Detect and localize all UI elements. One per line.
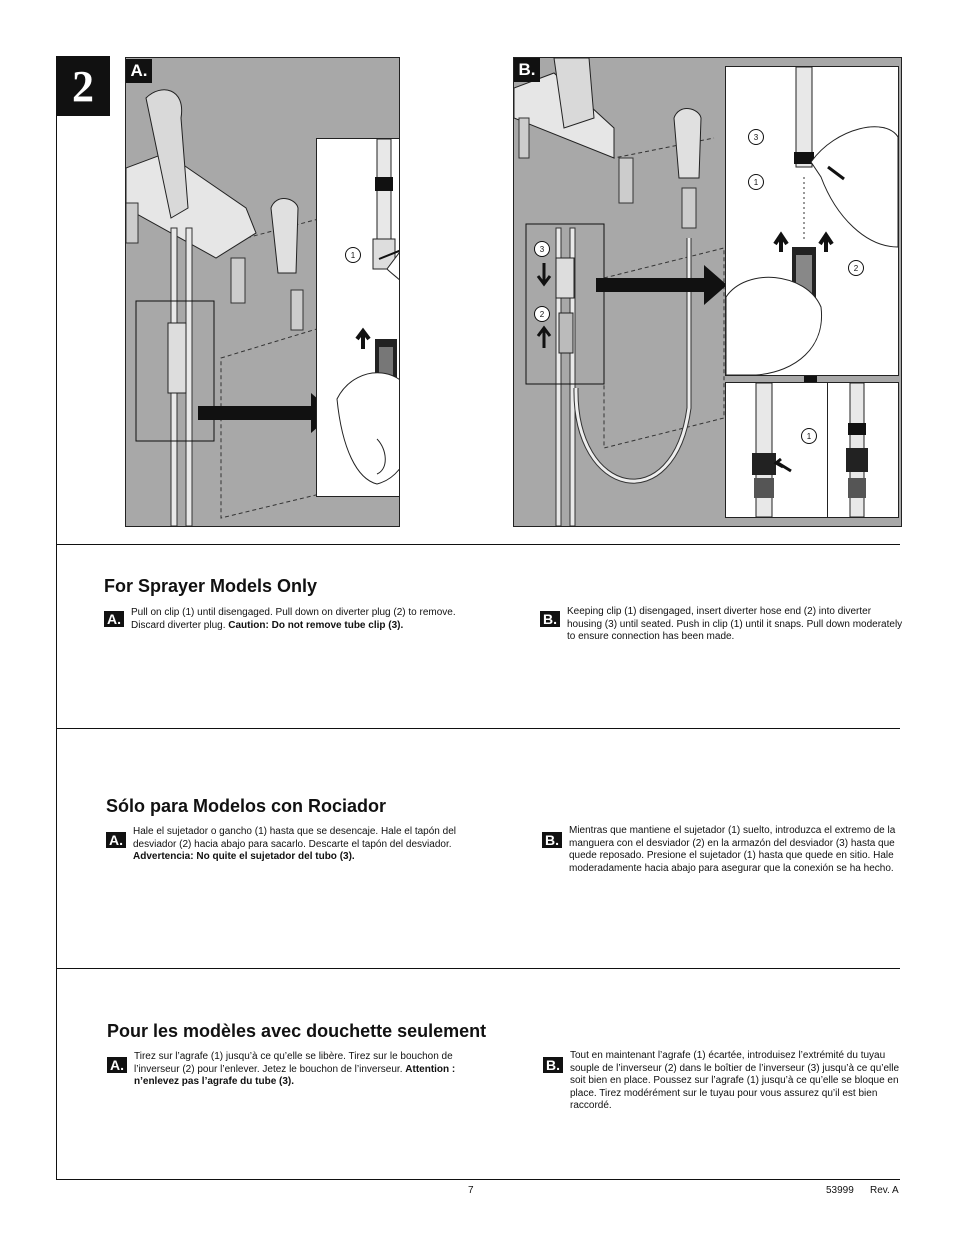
section-divider — [56, 728, 900, 729]
revision-label: Rev. A — [870, 1185, 899, 1196]
step-b-instructions-english: Keeping clip (1) disengaged, insert dive… — [567, 606, 903, 642]
section-heading-spanish: Sólo para Modelos con Rociador — [106, 796, 387, 816]
step-a-badge: A. — [106, 832, 126, 848]
panel-a-tag: A. — [126, 59, 152, 83]
step-b-instructions-spanish: Mientras que mantiene el sujetador (1) s… — [569, 825, 896, 874]
step-b-instructions-french: Tout en maintenant l’agrafe (1) écartée,… — [570, 1050, 900, 1111]
section-heading-english: For Sprayer Models Only — [104, 576, 318, 596]
left-border-line — [56, 116, 57, 1180]
clip-push-in-illustration — [752, 383, 792, 517]
step-number-badge: 2 — [56, 56, 110, 116]
step-a-badge: A. — [104, 611, 124, 627]
diverter-plug-detail-illustration — [336, 139, 399, 485]
faucet-under-sink-illustration-b — [514, 58, 827, 526]
panel-b-tag: B. — [514, 58, 540, 82]
callout-3: 3 — [748, 129, 764, 145]
step-b-badge: B. — [543, 1057, 563, 1073]
connection-seated-illustration — [846, 383, 868, 517]
detail-inset-b-bottom-left: 1 — [725, 382, 829, 518]
step-a-instructions-french: Tirez sur l’agrafe (1) jusqu’à ce qu’ell… — [134, 1051, 456, 1087]
callout-1: 1 — [345, 247, 361, 263]
document-number: 53999 — [826, 1185, 854, 1196]
step-a-instructions-english: Pull on clip (1) until disengaged. Pull … — [131, 607, 456, 631]
hose-insertion-detail-illustration — [726, 67, 898, 375]
section-heading-french: Pour les modèles avec douchette seulemen… — [107, 1021, 487, 1041]
detail-inset-a: 3 1 2 — [316, 138, 399, 497]
illustration-panel-a: 3 1 2 A. — [125, 57, 400, 527]
step-a-badge: A. — [107, 1057, 127, 1073]
callout-1: 1 — [801, 428, 817, 444]
step-b-badge: B. — [540, 611, 560, 627]
step-a-instructions-spanish: Hale el sujetador o gancho (1) hasta que… — [133, 826, 456, 862]
callout-2: 2 — [848, 260, 864, 276]
page-number: 7 — [468, 1185, 474, 1196]
illustration-panel-b: 3 1 2 1 3 2 B. — [513, 57, 902, 527]
section-divider — [56, 544, 900, 545]
detail-inset-b-bottom-right — [827, 382, 899, 518]
step-b-badge: B. — [542, 832, 562, 848]
callout-1: 1 — [748, 174, 764, 190]
callout-3: 3 — [534, 241, 550, 257]
section-divider — [56, 1179, 900, 1180]
detail-inset-b-top: 3 1 2 — [725, 66, 899, 376]
callout-2: 2 — [534, 306, 550, 322]
section-divider — [56, 968, 900, 969]
faucet-under-sink-illustration-a — [126, 89, 399, 526]
